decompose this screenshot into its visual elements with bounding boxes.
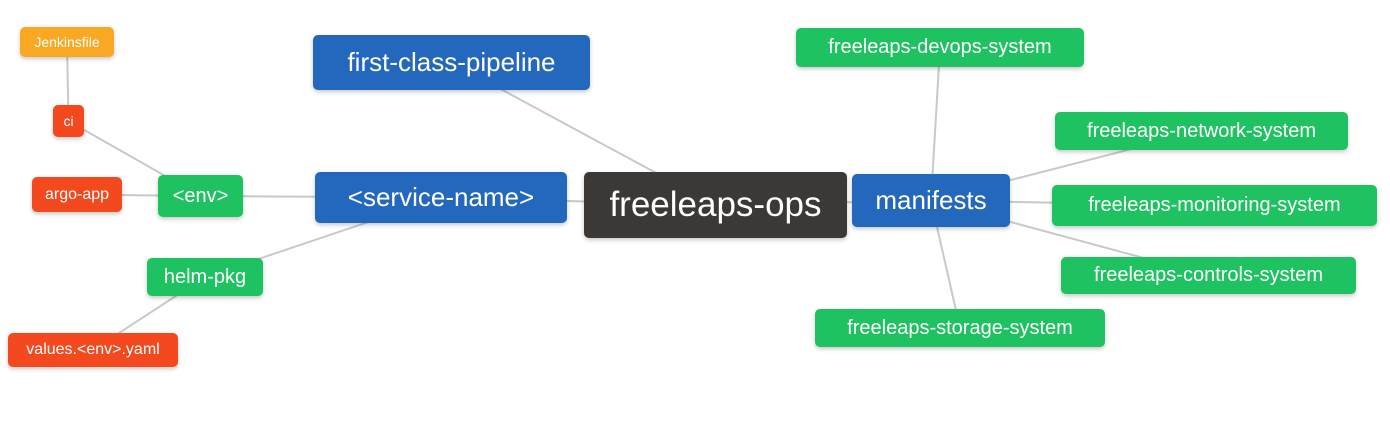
- node-env[interactable]: <env>: [158, 175, 243, 217]
- node-helm-pkg[interactable]: helm-pkg: [147, 258, 263, 296]
- node-controls-system[interactable]: freeleaps-controls-system: [1061, 257, 1356, 294]
- node-manifests[interactable]: manifests: [852, 174, 1010, 227]
- node-jenkinsfile[interactable]: Jenkinsfile: [20, 27, 114, 57]
- node-storage-system[interactable]: freeleaps-storage-system: [815, 309, 1105, 347]
- node-monitoring-system[interactable]: freeleaps-monitoring-system: [1052, 185, 1377, 226]
- node-first-class-pipeline[interactable]: first-class-pipeline: [313, 35, 590, 90]
- node-network-system[interactable]: freeleaps-network-system: [1055, 112, 1348, 150]
- node-argo-app[interactable]: argo-app: [32, 177, 122, 212]
- node-values-env-yaml[interactable]: values.<env>.yaml: [8, 333, 178, 367]
- node-devops-system[interactable]: freeleaps-devops-system: [796, 28, 1084, 67]
- node-service-name[interactable]: <service-name>: [315, 172, 567, 223]
- node-freeleaps-ops[interactable]: freeleaps-ops: [584, 172, 847, 238]
- node-ci[interactable]: ci: [53, 105, 84, 137]
